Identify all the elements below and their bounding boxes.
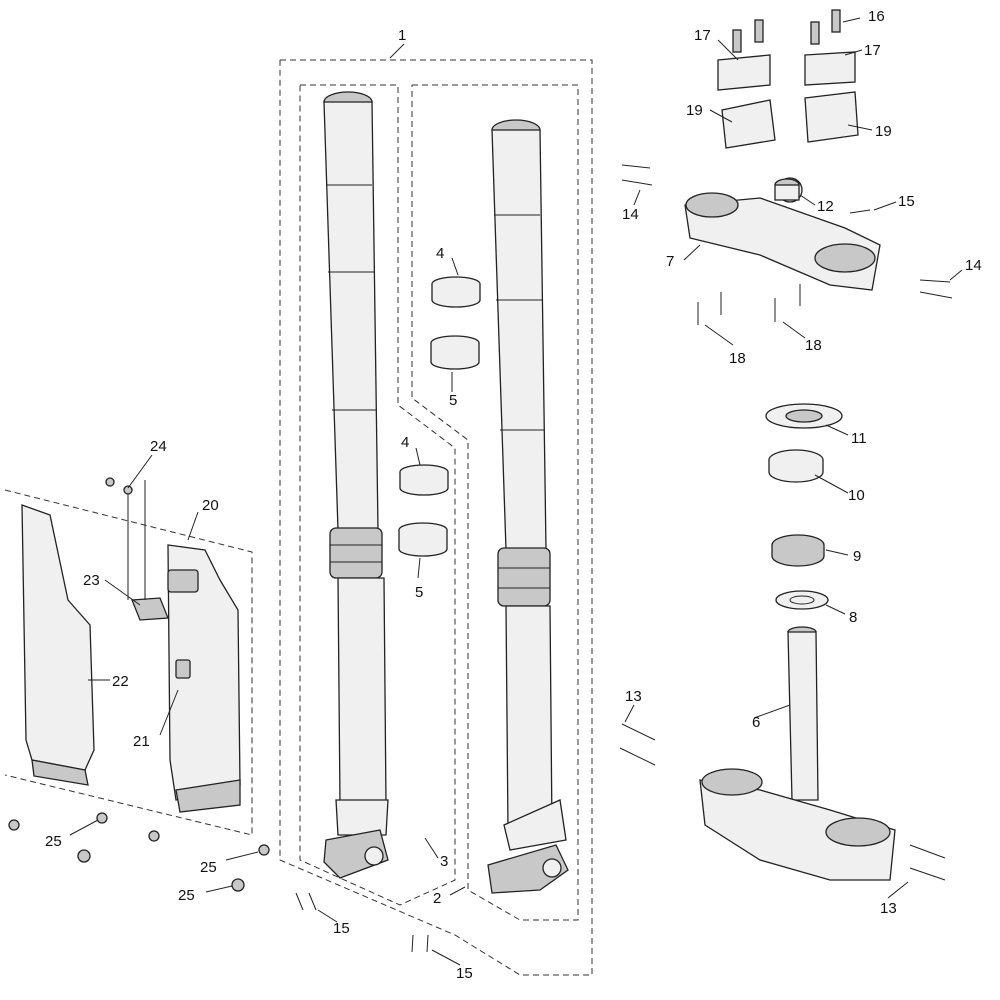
assembly-outlines	[4, 59, 593, 976]
bushings	[398, 276, 481, 557]
callout-16: 16	[868, 8, 885, 25]
outline-assembly-1	[279, 59, 593, 976]
callout-21: 21	[133, 733, 150, 750]
screw-24a	[105, 477, 115, 487]
callout-23: 23	[83, 572, 100, 589]
callout-4-upper: 4	[436, 245, 444, 262]
callout-8: 8	[849, 609, 857, 626]
callout-25-left: 25	[45, 833, 62, 850]
bearings-and-seals	[765, 403, 843, 610]
callout-13-lower: 13	[880, 900, 897, 917]
bolts-14-18	[619, 164, 953, 881]
callout-17-right: 17	[864, 42, 881, 59]
callout-15-center: 15	[333, 920, 350, 937]
bolts-15	[295, 209, 871, 953]
outline-guard-20	[4, 489, 253, 836]
callout-19-left: 19	[686, 102, 703, 119]
clamp-and-screws	[105, 477, 169, 621]
callout-5-upper: 5	[449, 392, 457, 409]
callout-15-right: 15	[898, 193, 915, 210]
leader-lines	[69, 17, 963, 966]
callout-20: 20	[202, 497, 219, 514]
fork-guard-21	[167, 544, 241, 801]
callout-7: 7	[666, 253, 674, 270]
lower-triple-clamp	[699, 626, 896, 881]
nut-12	[774, 178, 800, 201]
callout-4-lower: 4	[401, 434, 409, 451]
callout-9: 9	[853, 548, 861, 565]
callout-5-lower: 5	[415, 584, 423, 601]
callout-11: 11	[851, 430, 867, 447]
fork-guard-22	[21, 504, 95, 771]
callout-13-upper: 13	[625, 688, 642, 705]
callout-12: 12	[817, 198, 834, 215]
outline-assembly-3	[299, 84, 456, 906]
fork-leg-left	[323, 91, 389, 879]
callout-17-left: 17	[694, 27, 711, 44]
clamp-23	[131, 597, 169, 621]
callout-14-right: 14	[965, 257, 982, 274]
callout-3: 3	[440, 853, 448, 870]
callout-10: 10	[848, 487, 865, 504]
upper-triple-clamp	[684, 177, 881, 291]
callout-25-low: 25	[178, 887, 195, 904]
outline-assembly-2	[411, 84, 579, 921]
callout-2: 2	[433, 890, 441, 907]
screws-25	[8, 812, 270, 892]
callout-15-bottom: 15	[456, 965, 473, 982]
fork-guards	[21, 504, 241, 813]
callout-18-right: 18	[805, 337, 822, 354]
callout-22: 22	[112, 673, 129, 690]
callout-25-mid: 25	[200, 859, 217, 876]
callout-labels: 1 2 3 4 4 5 5 6 7 8 9 10 11 12 13 13 14 …	[45, 8, 982, 982]
callout-1: 1	[398, 27, 406, 44]
handlebar-clamps	[717, 9, 859, 149]
callout-6: 6	[752, 714, 760, 731]
callout-18-left: 18	[729, 350, 746, 367]
callout-24: 24	[150, 438, 167, 455]
callout-19-right: 19	[875, 123, 892, 140]
callout-14-left: 14	[622, 206, 639, 223]
screw-24b	[123, 485, 133, 495]
fork-leg-right	[487, 119, 569, 894]
